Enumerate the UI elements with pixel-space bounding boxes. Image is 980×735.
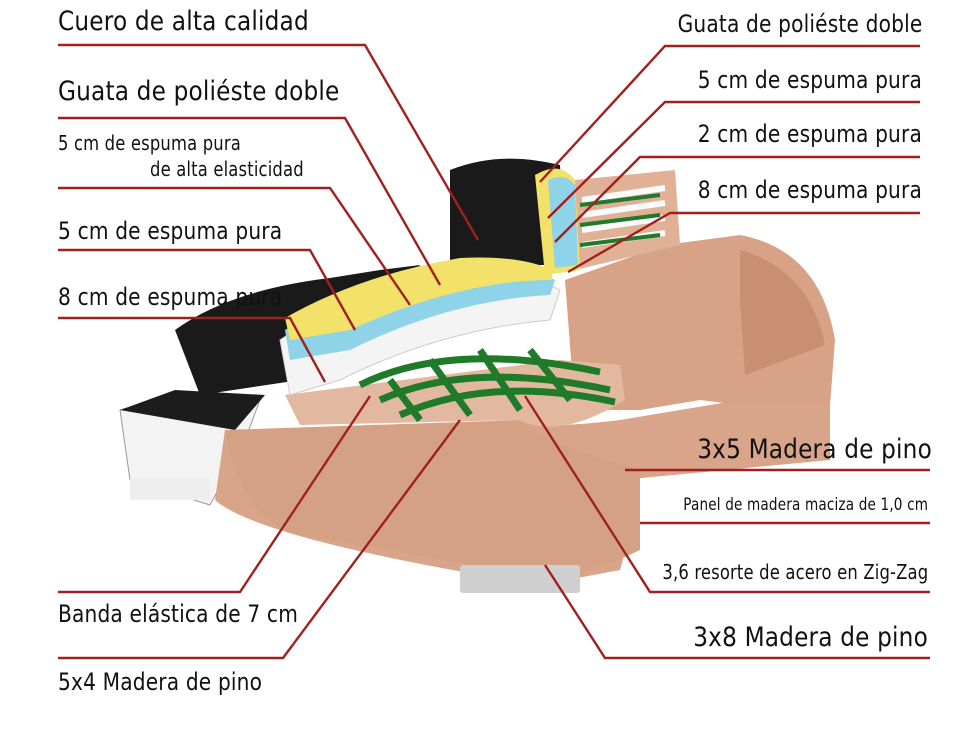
leader-banda xyxy=(58,395,372,594)
foam-layer-blue xyxy=(285,264,555,360)
label-resorte: 3,6 resorte de acero en Zig-Zag xyxy=(662,560,928,584)
leader-resorte xyxy=(523,395,930,594)
label-espuma5-left: 5 cm de espuma pura xyxy=(58,217,283,245)
label-madera3x8: 3x8 Madera de pino xyxy=(693,622,928,653)
leader-espuma8-left xyxy=(58,316,327,383)
zigzag-springs xyxy=(358,347,616,423)
leader-espuma5-right xyxy=(547,100,920,219)
label-espuma5-right: 5 cm de espuma pura xyxy=(697,66,922,94)
back-foam-blue xyxy=(548,176,578,268)
sofa-foot-left xyxy=(130,478,210,500)
label-espuma8-left: 8 cm de espuma pura xyxy=(58,283,283,311)
wood-armrest-inner xyxy=(740,250,825,375)
label-cuero: Cuero de alta calidad xyxy=(58,6,309,37)
label-madera5x4: 5x4 Madera de pino xyxy=(58,668,263,696)
label-espuma5-alta-line1: 5 cm de espuma pura xyxy=(58,131,241,155)
leader-espuma2-right xyxy=(554,155,920,243)
label-espuma8-right: 8 cm de espuma pura xyxy=(697,176,922,204)
label-madera3x5: 3x5 Madera de pino xyxy=(697,434,932,465)
leader-madera3x8 xyxy=(543,564,930,660)
sofa-foot-right xyxy=(460,565,580,593)
leader-espuma5-alta xyxy=(58,186,411,306)
label-espuma5-alta-line2: de alta elasticidad xyxy=(150,157,304,181)
leader-guata-right xyxy=(539,44,920,183)
leather-armrest-top xyxy=(120,390,265,430)
label-panel: Panel de madera maciza de 1,0 cm xyxy=(683,495,928,515)
leader-espuma5-left xyxy=(58,248,357,331)
leader-espuma8-right xyxy=(567,211,920,274)
label-guata-right: Guata de poliéste doble xyxy=(677,10,922,38)
foam-layer-yellow xyxy=(285,257,552,340)
label-guata-left: Guata de poliéste doble xyxy=(58,76,340,107)
leader-madera5x4 xyxy=(58,419,461,660)
leader-lines xyxy=(58,43,930,660)
leader-guata-left xyxy=(58,116,442,286)
label-banda: Banda elástica de 7 cm xyxy=(58,600,299,628)
label-espuma2-right: 2 cm de espuma pura xyxy=(697,120,922,148)
leader-cuero xyxy=(58,43,480,241)
